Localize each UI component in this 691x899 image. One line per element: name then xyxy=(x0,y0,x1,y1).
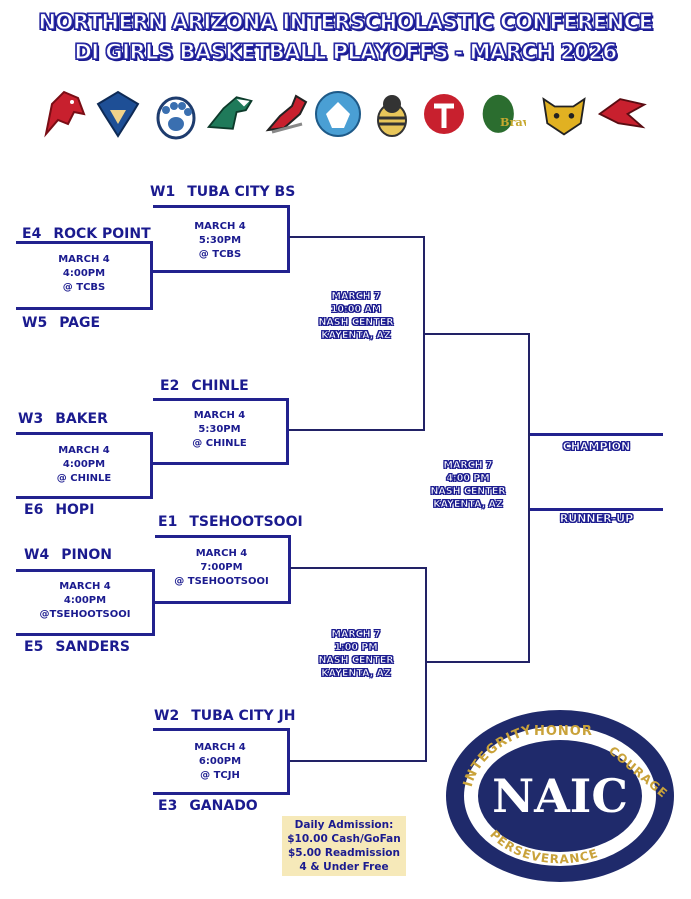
warrior-head-logo-icon xyxy=(312,84,364,142)
rc-logo-icon xyxy=(596,84,648,142)
svg-text:Braves: Braves xyxy=(500,115,526,129)
bear-paw-logo-icon xyxy=(150,84,202,142)
wildcat-logo-icon xyxy=(538,84,590,142)
eagle-logo-icon xyxy=(205,84,257,142)
champion-label: CHAMPION xyxy=(562,440,631,454)
seal-word-top: HONOR xyxy=(534,724,593,739)
runner-up-label: RUNNER-UP xyxy=(559,512,634,526)
seal-center-text: NAIC xyxy=(492,769,628,823)
title-line-2: DI GIRLS BASKETBALL PLAYOFFS - MARCH 202… xyxy=(74,39,618,64)
braves-logo-icon: Braves xyxy=(474,84,526,142)
hornet-logo-icon xyxy=(366,84,418,142)
ganado-g-logo-icon xyxy=(418,84,470,142)
dragon-logo-icon xyxy=(262,84,314,142)
naic-seal: INTEGRITY HONOR COURAGE PERSEVERANCE NAI… xyxy=(444,708,676,884)
warrior-logo-icon xyxy=(92,84,144,142)
title-line-1: NORTHERN ARIZONA INTERSCHOLASTIC CONFERE… xyxy=(38,9,654,34)
admission-info: Daily Admission: $10.00 Cash/GoFan $5.00… xyxy=(282,816,406,876)
mustang-logo-icon xyxy=(38,84,90,142)
